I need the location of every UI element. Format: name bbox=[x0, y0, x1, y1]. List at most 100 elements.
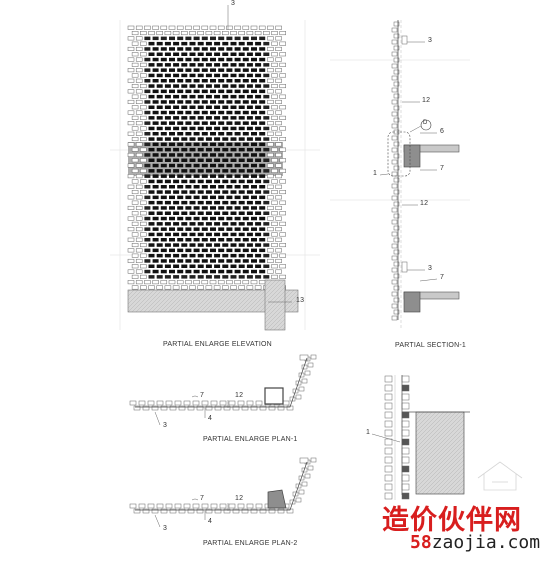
elevation-brick bbox=[148, 31, 155, 36]
elevation-brick bbox=[140, 179, 147, 184]
elevation-brick bbox=[173, 169, 180, 173]
section-brick bbox=[393, 165, 400, 171]
plan-brick bbox=[178, 405, 186, 411]
elevation-brick bbox=[127, 152, 135, 157]
elevation-brick bbox=[181, 211, 188, 215]
detail-brick bbox=[401, 375, 410, 383]
elevation-brick bbox=[214, 73, 221, 78]
elevation-brick bbox=[255, 222, 262, 226]
elevation-brick bbox=[127, 121, 135, 126]
elevation-brick bbox=[201, 47, 208, 51]
elevation-brick bbox=[271, 221, 278, 226]
elevation-brick bbox=[169, 89, 175, 94]
plan-brick bbox=[259, 405, 267, 411]
elevation-brick bbox=[251, 259, 257, 263]
elevation-brick bbox=[238, 285, 245, 290]
section-brick bbox=[393, 105, 400, 111]
elevation-brick bbox=[205, 116, 212, 120]
elevation-brick bbox=[242, 174, 249, 178]
elevation-brick bbox=[131, 105, 139, 110]
elevation-brick bbox=[127, 89, 135, 94]
elevation-brick bbox=[181, 147, 188, 152]
plan-brick bbox=[219, 503, 227, 509]
elevation-brick bbox=[148, 179, 155, 184]
elevation-brick bbox=[246, 222, 253, 226]
elevation-brick bbox=[210, 57, 216, 62]
elevation-brick bbox=[189, 147, 196, 152]
elevation-brick bbox=[193, 195, 200, 200]
elevation-brick bbox=[263, 275, 270, 279]
elevation-brick bbox=[160, 68, 167, 72]
elevation-brick bbox=[234, 280, 241, 285]
plan-brick bbox=[268, 405, 276, 411]
elevation-brick bbox=[214, 137, 221, 141]
elevation-brick bbox=[193, 174, 200, 178]
elevation-brick bbox=[169, 110, 175, 115]
elevation-brick bbox=[197, 147, 204, 152]
elevation-brick bbox=[152, 216, 159, 221]
elevation-brick bbox=[201, 57, 208, 62]
elevation-brick bbox=[177, 227, 184, 231]
elevation-brick bbox=[160, 227, 167, 231]
elevation-brick bbox=[267, 163, 274, 168]
plan-brick bbox=[241, 508, 249, 514]
elevation-brick bbox=[148, 63, 155, 67]
elevation-brick bbox=[234, 36, 241, 41]
elevation-brick bbox=[164, 169, 171, 173]
section-brick bbox=[391, 267, 398, 273]
elevation-brick bbox=[238, 243, 245, 247]
elevation-brick bbox=[242, 79, 249, 83]
elevation-brick bbox=[197, 222, 204, 226]
elevation-brick bbox=[135, 280, 143, 285]
elevation-brick bbox=[160, 248, 167, 253]
elevation-brick bbox=[210, 185, 216, 189]
plan-brick bbox=[129, 400, 137, 406]
callout-sec-7b: 7 bbox=[440, 274, 445, 281]
elevation-brick bbox=[214, 41, 221, 46]
title-plan-2: PARTIAL ENLARGE PLAN-2 bbox=[203, 540, 298, 547]
elevation-brick bbox=[148, 169, 155, 173]
elevation-brick bbox=[127, 163, 135, 168]
elevation-brick bbox=[160, 36, 167, 41]
elevation-brick bbox=[160, 206, 167, 210]
elevation-brick bbox=[214, 200, 221, 205]
elevation-brick bbox=[152, 110, 159, 115]
elevation-brick bbox=[234, 174, 241, 178]
elevation-brick bbox=[259, 153, 266, 157]
elevation-brick bbox=[135, 248, 143, 253]
elevation-brick bbox=[177, 174, 184, 178]
elevation-brick bbox=[214, 243, 221, 247]
elevation-brick bbox=[156, 169, 163, 173]
elevation-brick bbox=[181, 137, 188, 141]
elevation-brick bbox=[214, 147, 221, 152]
section-brick bbox=[393, 309, 400, 315]
callout-sec-1: 1 bbox=[373, 170, 378, 177]
elevation-brick bbox=[193, 36, 200, 41]
elevation-brick bbox=[156, 105, 163, 109]
elevation-brick bbox=[205, 41, 212, 46]
elevation-brick bbox=[275, 46, 282, 51]
elevation-brick bbox=[176, 280, 184, 285]
elevation-brick bbox=[185, 57, 192, 62]
elevation-brick bbox=[205, 105, 212, 109]
elevation-brick bbox=[210, 227, 216, 231]
elevation-brick bbox=[234, 185, 241, 189]
elevation-brick bbox=[205, 275, 212, 279]
elevation-brick bbox=[131, 274, 139, 279]
elevation-brick bbox=[173, 275, 180, 279]
plan-brick bbox=[205, 508, 213, 514]
elevation-brick bbox=[135, 68, 143, 73]
elevation-brick bbox=[131, 243, 139, 248]
elevation-brick bbox=[131, 73, 139, 78]
elevation-brick bbox=[189, 94, 196, 99]
elevation-brick bbox=[164, 222, 171, 226]
elevation-brick bbox=[131, 158, 139, 163]
section-brick bbox=[391, 159, 398, 165]
elevation-brick bbox=[148, 211, 155, 215]
plan-brick bbox=[246, 400, 254, 406]
elevation-brick bbox=[251, 89, 257, 94]
elevation-brick bbox=[197, 169, 204, 173]
elevation-brick bbox=[144, 132, 151, 136]
plan-brick bbox=[201, 503, 209, 509]
elevation-brick bbox=[222, 169, 229, 173]
